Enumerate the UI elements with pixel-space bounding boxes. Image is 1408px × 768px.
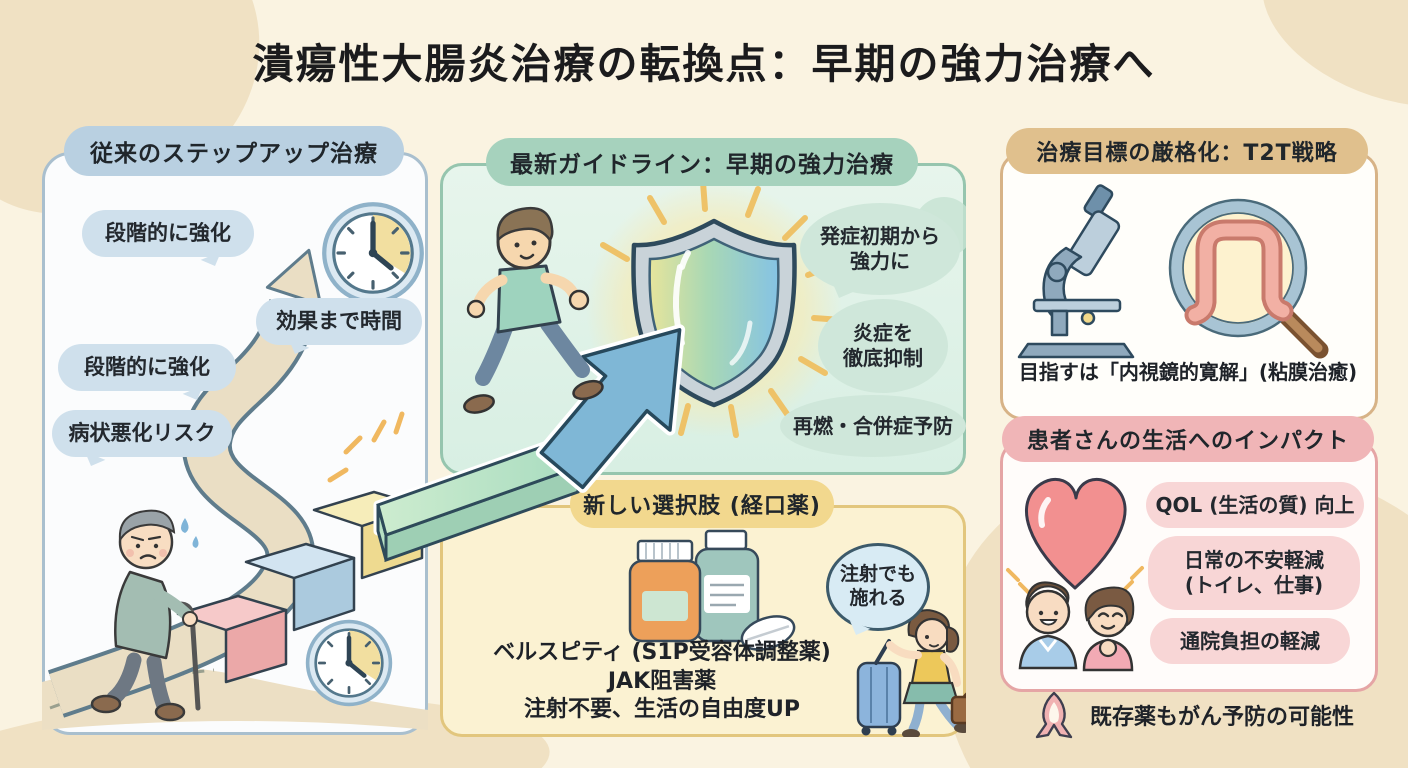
- bubble-gradual-escalation-2: 段階的に強化: [58, 344, 236, 415]
- guideline-header-label: 最新ガイドライン：早期の強力治療: [510, 152, 894, 178]
- oral-header-label: 新しい選択肢 (経口薬): [583, 494, 821, 519]
- clock-icon: [324, 204, 422, 302]
- clock-icon: [308, 622, 391, 705]
- page-title: 潰瘍性大腸炎治療の転換点：早期の強力治療へ: [252, 40, 1156, 88]
- bubble-suppress-inflammation: 炎症を 徹底抑制: [818, 299, 948, 393]
- traveler-person: [856, 609, 966, 737]
- pill-qol: QOL (生活の質) 向上: [1146, 482, 1364, 528]
- impact-header-label: 患者さんの生活へのインパクト: [1026, 429, 1349, 454]
- t2t-header: 治療目標の厳格化：T2T戦略: [1006, 128, 1368, 174]
- sparkle-lines: [1006, 566, 1144, 594]
- step-up-illustration: [42, 152, 428, 730]
- guideline-header: 最新ガイドライン：早期の強力治療: [486, 138, 918, 186]
- panel-impact: 患者さんの生活へのインパクト QOL (生活の質) 向上 日常の不安軽減 (トイ…: [1000, 416, 1378, 692]
- bubble-prevent-relapse: 再燃・合併症予防: [780, 395, 966, 457]
- tablet-icon: [740, 615, 796, 651]
- awareness-ribbon-icon: [1035, 691, 1073, 739]
- panel-t2t: 治療目標の厳格化：T2T戦略 目指すは「内視鏡的寛解」(粘膜治癒): [1000, 128, 1378, 420]
- impact-header: 患者さんの生活へのインパクト: [1002, 416, 1374, 462]
- pill-bottle-icon: [628, 539, 702, 643]
- bubble-strong-from-onset: 発症初期から 強力に: [800, 203, 960, 313]
- oral-line-velsipity: ベルスピティ (S1P受容体調整薬): [493, 640, 831, 665]
- guideline-illustration: [586, 179, 966, 438]
- oral-drug-text: ベルスピティ (S1P受容体調整薬) JAK阻害薬 注射不要、生活の自由度UP: [452, 639, 872, 725]
- elderly-person: [90, 509, 201, 722]
- oral-line-jak: JAK阻害薬: [607, 668, 717, 694]
- oral-header: 新しい選択肢 (経口薬): [570, 480, 834, 528]
- panel-guideline: 最新ガイドライン：早期の強力治療 発症初期から 強力に 炎症を 徹底抑制 再燃・…: [440, 138, 966, 475]
- panel-oral-options: 新しい選択肢 (経口薬) 注射でも 施れる ベルスピティ (S1P受容体調整薬)…: [440, 480, 966, 737]
- panel-step-up-therapy: 従来のステップアップ治療 段階的に強化 効果まで時間 段階的に強化 病状悪化リス…: [42, 126, 428, 735]
- step-up-header-label: 従来のステップアップ治療: [90, 141, 378, 167]
- footnote-text: 既存薬もがん予防の可能性: [1090, 705, 1355, 730]
- oral-line-no-injection: 注射不要、生活の自由度UP: [524, 697, 800, 723]
- sweat-drop-icon: [181, 518, 189, 533]
- heart-icon: [1024, 477, 1127, 590]
- magnifier-colon-icon: [1168, 198, 1329, 359]
- microscope-icon: [1017, 184, 1135, 359]
- bubble-time-to-effect: 効果まで時間: [256, 298, 422, 369]
- pill-hospital-burden: 通院負担の軽減: [1150, 618, 1350, 664]
- impact-illustration: [1006, 477, 1144, 672]
- t2t-header-label: 治療目標の厳格化：T2T戦略: [1036, 141, 1338, 166]
- pill-anxiety: 日常の不安軽減 (トイレ、仕事): [1148, 536, 1360, 610]
- t2t-illustration: [1017, 184, 1329, 359]
- t2t-caption: 目指すは「内視鏡的寛解」(粘膜治癒): [1018, 360, 1358, 384]
- speech-bubble-injection: 注射でも 施れる: [826, 543, 930, 650]
- path-arrowhead: [265, 248, 323, 307]
- patients-couple: [1018, 581, 1135, 672]
- pill-bottle-icon: [694, 529, 760, 643]
- oral-illustration: [628, 529, 966, 737]
- step-up-header: 従来のステップアップ治療: [64, 126, 404, 176]
- cancer-prevention-footnote: 既存薬もがん予防の可能性: [1032, 690, 1354, 740]
- bubble-gradual-escalation-1: 段階的に強化: [82, 210, 254, 281]
- bubble-worsening-risk: 病状悪化リスク: [52, 410, 232, 481]
